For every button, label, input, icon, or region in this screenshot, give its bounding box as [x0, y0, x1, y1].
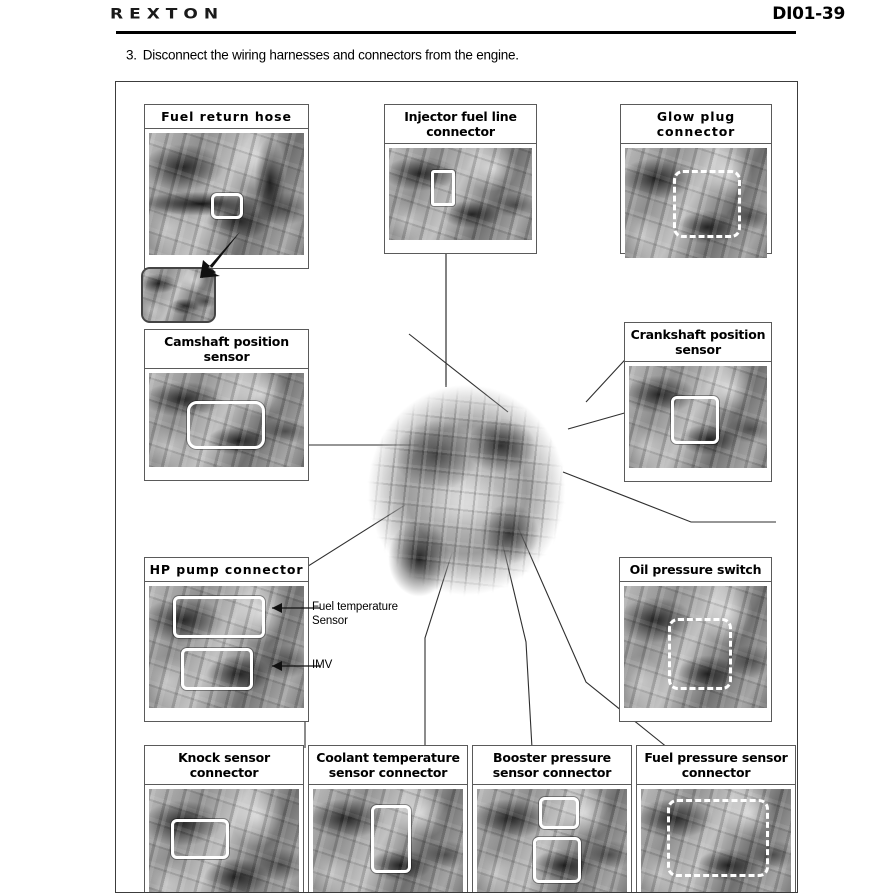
hp-pump-callout-leaders	[272, 603, 320, 671]
figure-frame: Fuel return hose Injector fuel line conn…	[115, 81, 798, 893]
engine-layer-texture	[359, 382, 574, 627]
header-rule	[116, 31, 796, 34]
photo-booster-pressure-sensor	[477, 789, 627, 892]
leader-oil-pressure2	[562, 471, 776, 523]
panel-caption-hp-pump-connector: HP pump connector	[145, 558, 308, 582]
arrowhead-fuel-temp	[272, 603, 282, 613]
panel-injector-fuel-line: Injector fuel line connector	[384, 104, 537, 254]
photo-camshaft-position-sensor	[149, 373, 304, 467]
photo-layer-texture	[313, 789, 463, 892]
panel-caption-injector-fuel-line: Injector fuel line connector	[385, 105, 536, 144]
photo-injector-fuel-line	[389, 148, 532, 240]
instruction-text: Disconnect the wiring harnesses and conn…	[142, 47, 519, 63]
photo-coolant-temp-sensor	[313, 789, 463, 892]
photo-knock-sensor-connector	[149, 789, 299, 892]
page-number: DI01-39	[772, 4, 845, 24]
instruction-number: 3.	[126, 47, 137, 63]
page-header: REXTON DI01-39	[0, 0, 893, 40]
inset-thumbnail-fuel-return-hose	[141, 267, 216, 323]
photo-layer-texture	[149, 373, 304, 467]
photo-layer-texture	[625, 148, 767, 258]
panel-fuel-return-hose: Fuel return hose	[144, 104, 309, 269]
photo-layer-detail	[625, 148, 767, 258]
photo-layer-texture	[389, 148, 532, 240]
panel-caption-camshaft-position-sensor: Camshaft position sensor	[145, 330, 308, 369]
panel-knock-sensor-connector: Knock sensor connector	[144, 745, 304, 892]
inset-arrow-icon	[200, 232, 240, 278]
engine-assembly-photo	[359, 382, 574, 627]
photo-layer-texture	[149, 789, 299, 892]
panel-glow-plug-connector: Glow plug connector	[620, 104, 772, 258]
photo-oil-pressure-switch	[624, 586, 767, 708]
panel-caption-fuel-return-hose: Fuel return hose	[145, 105, 308, 129]
photo-layer-detail	[149, 373, 304, 467]
callout-imv: IMV	[312, 659, 333, 671]
photo-glow-plug-connector	[625, 148, 767, 258]
photo-layer-texture	[624, 586, 767, 708]
photo-layer-detail	[389, 148, 532, 240]
panel-booster-pressure-sensor: Booster pressure sensor connector	[472, 745, 632, 892]
panel-caption-fuel-pressure-sensor: Fuel pressure sensor connector	[637, 746, 795, 785]
panel-caption-glow-plug-connector: Glow plug connector	[621, 105, 771, 144]
photo-fuel-pressure-sensor	[641, 789, 791, 892]
photo-layer-texture	[641, 789, 791, 892]
photo-layer-detail	[629, 366, 767, 468]
callout-fuel-temperature-sensor: Fuel temperature Sensor	[312, 601, 398, 627]
panel-camshaft-position-sensor: Camshaft position sensor	[144, 329, 309, 481]
panel-oil-pressure-switch: Oil pressure switch	[619, 557, 772, 722]
panel-caption-knock-sensor-connector: Knock sensor connector	[145, 746, 303, 785]
photo-layer-texture	[629, 366, 767, 468]
engine-layer-block	[359, 382, 574, 627]
panel-caption-oil-pressure-switch: Oil pressure switch	[620, 558, 771, 582]
rexton-brand-logo: REXTON	[110, 6, 225, 23]
photo-layer-texture	[477, 789, 627, 892]
panel-caption-coolant-temp-sensor: Coolant temperature sensor connector	[309, 746, 467, 785]
instruction-line: 3. Disconnect the wiring harnesses and co…	[126, 47, 519, 63]
panel-caption-booster-pressure-sensor: Booster pressure sensor connector	[473, 746, 631, 785]
panel-caption-crankshaft-position-sensor: Crankshaft position sensor	[625, 323, 771, 362]
panel-fuel-pressure-sensor: Fuel pressure sensor connector	[636, 745, 796, 892]
arrowhead-imv	[272, 661, 282, 671]
panel-coolant-temp-sensor: Coolant temperature sensor connector	[308, 745, 468, 892]
photo-layer-detail	[477, 789, 627, 892]
photo-fuel-return-hose	[149, 133, 304, 255]
photo-crankshaft-position-sensor	[629, 366, 767, 468]
photo-layer-detail	[149, 789, 299, 892]
panel-crankshaft-position-sensor: Crankshaft position sensor	[624, 322, 772, 482]
